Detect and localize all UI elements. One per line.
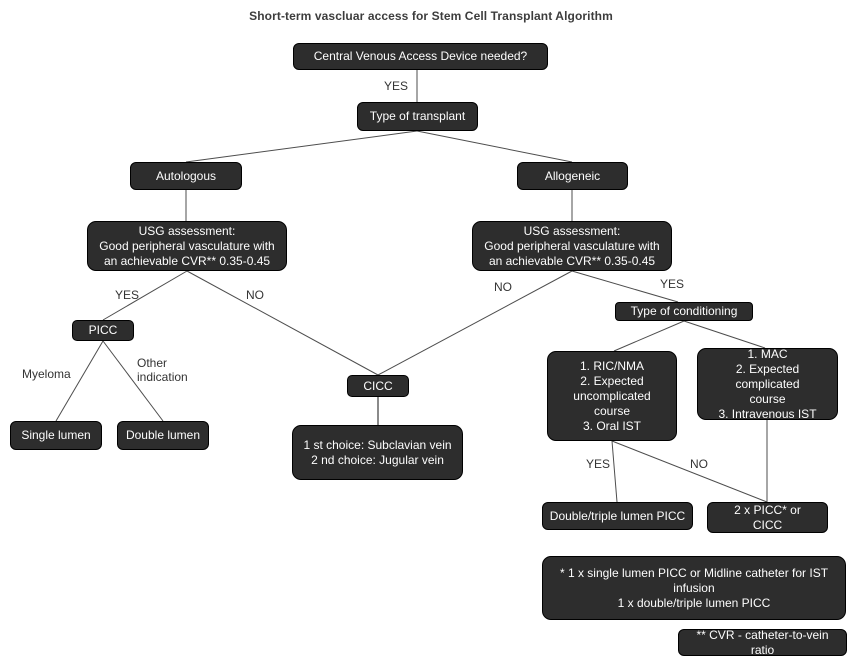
node-single-lumen: Single lumen — [10, 421, 102, 450]
node-autologous: Autologous — [130, 162, 242, 190]
edge-transplant-autologous — [185, 130, 418, 163]
edge-usgright-cicc — [377, 270, 573, 376]
edge-label-myeloma: Myeloma — [22, 367, 71, 381]
edge-ric-dtpicc — [611, 440, 618, 503]
edge-transplant-allogeneic — [416, 130, 573, 163]
edge-ric-twopicc — [611, 440, 768, 503]
node-picc: PICC — [72, 320, 134, 341]
node-cicc-choice: 1 st choice: Subclavian vein 2 nd choice… — [292, 425, 463, 480]
edge-picc-double — [102, 340, 164, 422]
node-mac: 1. MAC 2. Expected complicated course 3.… — [697, 347, 838, 421]
edge-usgleft-picc — [102, 270, 188, 321]
edge-label-conditioning-no: NO — [690, 457, 708, 471]
footnote-ist-infusion: * 1 x single lumen PICC or Midline cathe… — [542, 556, 846, 620]
node-double-triple-lumen-picc: Double/triple lumen PICC — [542, 502, 693, 530]
node-allogeneic: Allogeneic — [517, 162, 628, 190]
edge-conditioning-ric — [613, 320, 685, 352]
edge-label-usg-right-yes: YES — [660, 277, 685, 291]
edge-usgright-conditioning — [571, 270, 679, 303]
edge-label-usg-right-no: NO — [494, 280, 512, 294]
node-cicc: CICC — [347, 375, 409, 397]
edge-label-other-indication: Other indication — [137, 356, 188, 384]
edge-label-conditioning-yes: YES — [586, 457, 611, 471]
edge-usgleft-cicc — [186, 270, 379, 376]
node-ric-nma: 1. RIC/NMA 2. Expected uncomplicated cou… — [547, 351, 677, 441]
node-two-picc-or-cicc: 2 x PICC* or CICC — [707, 502, 828, 533]
edge-picc-single — [55, 340, 104, 422]
diagram-title: Short-term vascluar access for Stem Cell… — [249, 9, 613, 23]
node-cvad-question: Central Venous Access Device needed? — [293, 43, 548, 70]
node-usg-assessment-right: USG assessment: Good peripheral vasculat… — [472, 221, 672, 271]
edge-label-usg-left-yes: YES — [115, 288, 140, 302]
edge-label-cvad-yes: YES — [384, 79, 409, 93]
edge-conditioning-mac — [683, 320, 766, 349]
node-type-of-conditioning: Type of conditioning — [615, 302, 753, 321]
footnote-cvr-definition: ** CVR - catheter-to-vein ratio — [678, 628, 847, 657]
node-type-of-transplant: Type of transplant — [357, 102, 478, 131]
node-usg-assessment-left: USG assessment: Good peripheral vasculat… — [87, 221, 287, 271]
edge-label-usg-left-no: NO — [246, 288, 264, 302]
node-double-lumen: Double lumen — [117, 421, 209, 450]
